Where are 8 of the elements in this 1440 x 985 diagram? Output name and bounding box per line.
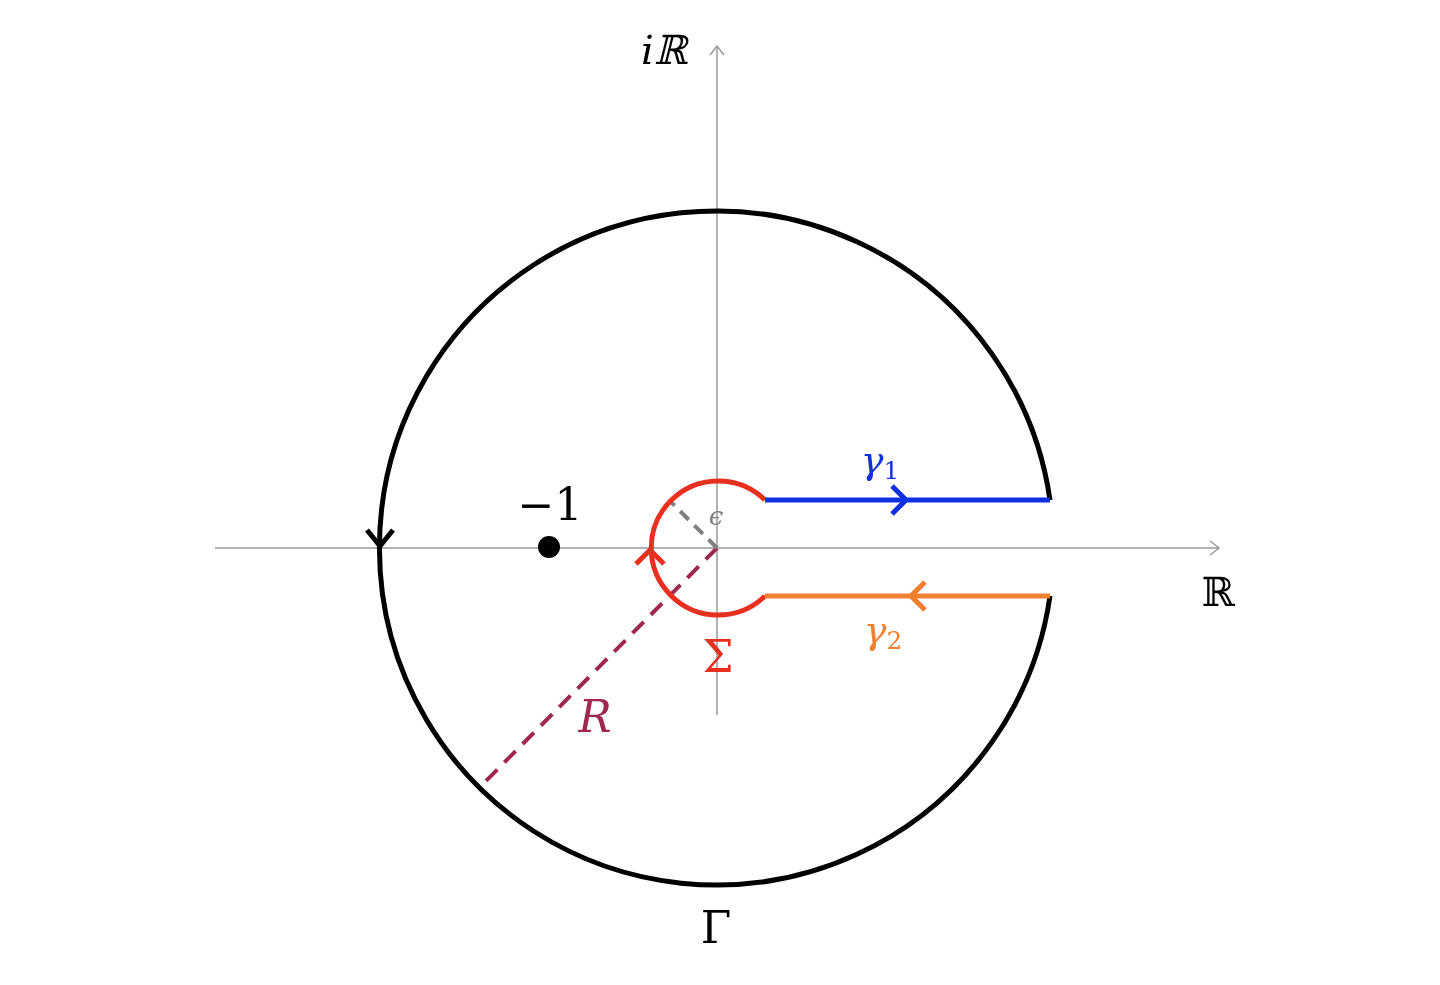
curve-label: γ$_{1}$ [860, 440, 900, 484]
curve-label: Σ [702, 635, 734, 679]
curve-label: Γ [700, 906, 732, 950]
radius-label: R [578, 695, 612, 739]
point-label: −1 [517, 483, 583, 527]
curve-label: γ$_{2}$ [863, 610, 903, 654]
axis-label: ℝ [1201, 572, 1235, 612]
axis-label: iℝ [641, 30, 687, 70]
